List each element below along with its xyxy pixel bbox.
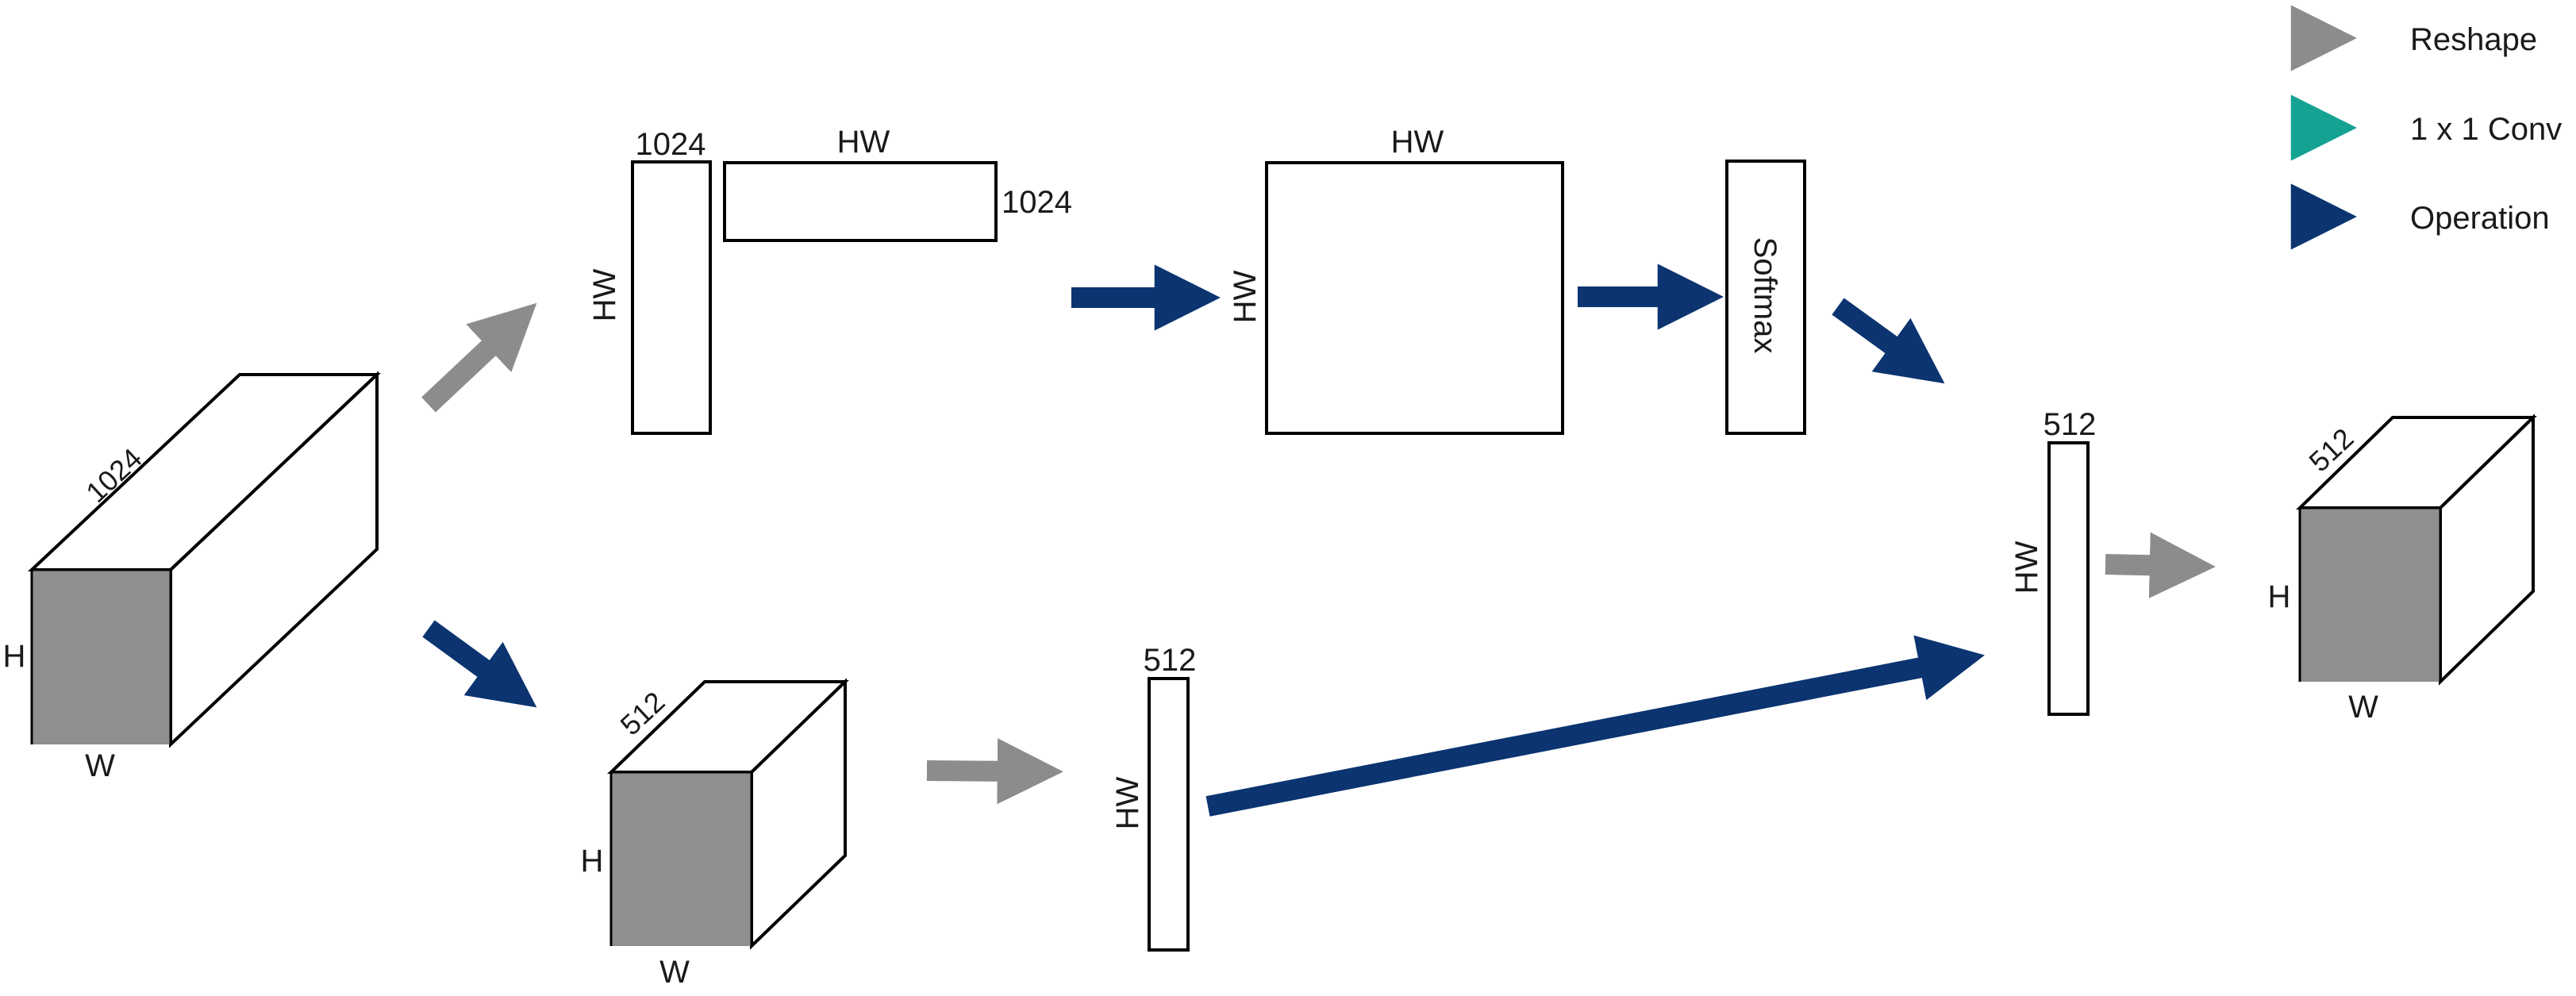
key-tensor-width-label: W <box>659 955 690 990</box>
key-tensor-front-face <box>611 772 752 946</box>
output-tensor-width-label: W <box>2348 690 2378 725</box>
result-matrix-cols-label: 512 <box>2043 407 2097 442</box>
output-tensor: 512 H W <box>2268 413 2537 725</box>
value-matrix-rows-label: HW <box>1110 776 1145 829</box>
softmax-block: Softmax <box>1725 160 1806 435</box>
query-matrix-cols-label: 1024 <box>636 127 706 162</box>
value-matrix-box <box>1148 677 1190 952</box>
key-matrix-box <box>723 161 998 242</box>
legend-conv-label: 1 x 1 Conv <box>2410 112 2562 147</box>
legend: Reshape 1 x 1 Conv Operation <box>2290 5 2562 250</box>
key-matrix: HW 1024 <box>723 125 1072 242</box>
output-tensor-front-face <box>2300 508 2440 682</box>
result-matrix: 512 HW <box>2009 407 2097 716</box>
reshape-arrow-input-to-qk <box>421 302 537 413</box>
key-matrix-rows-label: 1024 <box>1002 185 1072 220</box>
operation-arrow-softmax-to-result <box>1832 298 1945 384</box>
output-tensor-height-label: H <box>2268 579 2291 614</box>
operation-arrow-value-to-result <box>1205 635 1986 817</box>
attention-matrix: HW HW <box>1228 125 1564 435</box>
query-matrix-box <box>631 160 712 435</box>
softmax-label: Softmax <box>1747 237 1782 354</box>
softmax-box <box>1725 160 1806 435</box>
query-matrix: 1024 HW <box>587 127 712 435</box>
key-tensor-height-label: H <box>581 844 604 879</box>
result-matrix-rows-label: HW <box>2009 540 2044 594</box>
legend-reshape-label: Reshape <box>2410 22 2537 57</box>
input-tensor: 1024 H W <box>3 371 382 783</box>
attention-matrix-box <box>1265 161 1564 435</box>
input-tensor-height-label: H <box>3 639 26 674</box>
value-matrix-cols-label: 512 <box>1144 643 1197 678</box>
reshape-arrow-result-to-output <box>2105 532 2216 598</box>
value-matrix: 512 HW <box>1110 643 1197 952</box>
legend-operation-label: Operation <box>2410 201 2550 236</box>
key-tensor: 512 H W <box>581 678 849 990</box>
query-matrix-rows-label: HW <box>587 268 622 321</box>
key-matrix-cols-label: HW <box>837 125 890 160</box>
result-matrix-box <box>2047 441 2090 716</box>
operation-arrow-input-to-key-tensor <box>422 620 537 708</box>
attention-matrix-cols-label: HW <box>1391 125 1444 160</box>
input-tensor-width-label: W <box>85 748 115 783</box>
input-tensor-front-face <box>32 570 171 744</box>
attention-matrix-rows-label: HW <box>1228 270 1263 323</box>
